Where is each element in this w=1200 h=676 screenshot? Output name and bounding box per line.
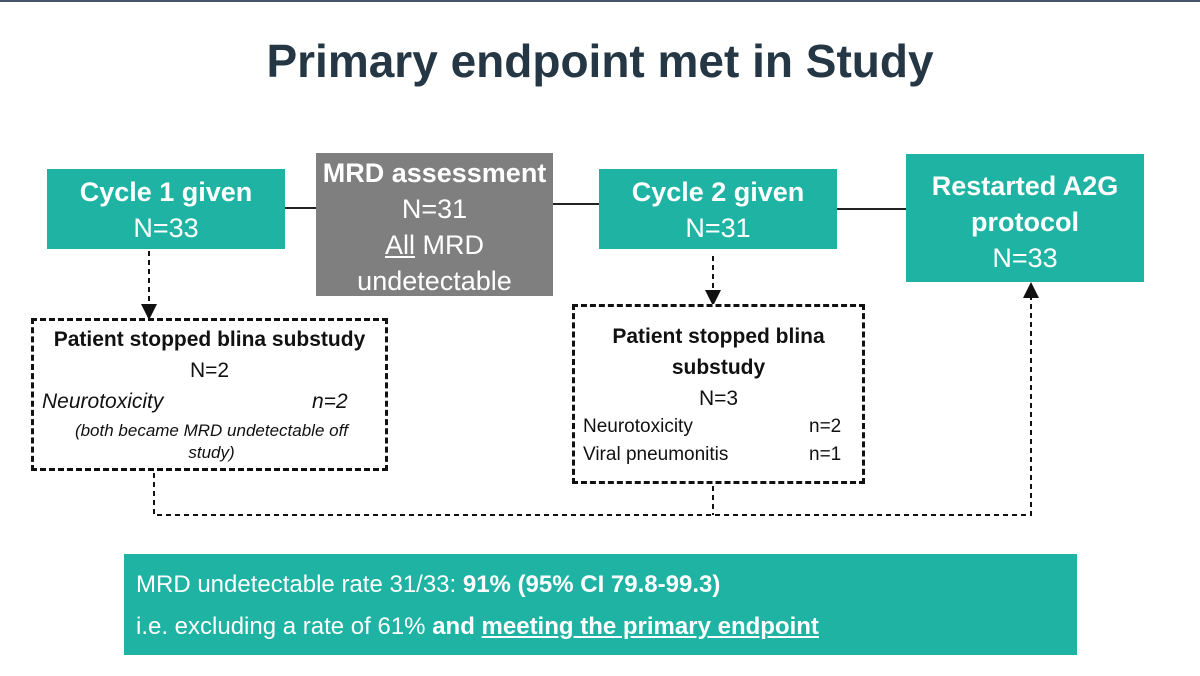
- result-line2-and: and: [432, 613, 482, 640]
- stop2-title-line1: Patient stopped blina: [612, 325, 825, 348]
- stop1-note-line1: (both became MRD undetectable off: [74, 421, 349, 440]
- result-rate: 91% (95% CI 79.8-99.3): [462, 571, 721, 598]
- stop1-title: Patient stopped blina substudy: [53, 328, 366, 351]
- stop2-reason-2: Viral pneumonitis: [583, 444, 729, 465]
- cycle2-label: Cycle 2 given: [631, 177, 805, 207]
- result-line1: MRD undetectable rate 31/33: 91% (95% CI…: [136, 564, 1077, 606]
- stop2-reason-1: Neurotoxicity: [583, 416, 693, 437]
- stop1-note-line2: study): [188, 443, 235, 462]
- cycle1-box: Cycle 1 given N=33: [47, 169, 285, 249]
- mrd-note-rest: MRD: [415, 230, 485, 260]
- mrd-note: All MRD: [316, 227, 553, 263]
- result-endpoint: meeting the primary endpoint: [481, 613, 819, 640]
- cycle1-count: N=33: [133, 213, 199, 243]
- cycle2-count: N=31: [685, 213, 751, 243]
- result-summary-box: MRD undetectable rate 31/33: 91% (95% CI…: [124, 554, 1077, 655]
- slide-title: Primary endpoint met in Study: [266, 35, 934, 87]
- stop1-dashed-box: Patient stopped blina substudy N=2 Neuro…: [31, 318, 388, 471]
- mrd-label: MRD assessment: [322, 158, 547, 188]
- mrd-note-all: All: [384, 230, 415, 260]
- result-line1-prefix: MRD undetectable rate 31/33:: [136, 571, 463, 598]
- stop1-reason: Neurotoxicity: [42, 390, 164, 413]
- stop1-reason-count: n=2: [312, 390, 348, 413]
- stop2-reason-1-count: n=2: [809, 416, 842, 437]
- cycle1-label: Cycle 1 given: [79, 177, 253, 207]
- restart-box: Restarted A2G protocol N=33: [906, 154, 1144, 282]
- mrd-assessment-box: MRD assessment N=31 All MRD undetectable: [316, 153, 553, 296]
- stop2-title-line2: substudy: [671, 356, 766, 379]
- mrd-count: N=31: [401, 194, 468, 224]
- restart-count: N=33: [992, 243, 1058, 273]
- cycle2-box: Cycle 2 given N=31: [599, 169, 837, 249]
- mrd-note-line2: undetectable: [357, 266, 512, 296]
- restart-label-line1: Restarted A2G: [931, 171, 1119, 201]
- stop1-note: (both became MRD undetectable off study): [44, 420, 379, 464]
- stop2-dashed-box: Patient stopped blina substudy N=3 Neuro…: [572, 304, 865, 484]
- top-rule: [0, 0, 1200, 2]
- dashed-return-path: [153, 282, 1039, 516]
- result-line2-prefix: i.e. excluding a rate of 61%: [136, 613, 433, 640]
- result-line2: i.e. excluding a rate of 61% and meeting…: [136, 606, 1077, 648]
- stop2-count: N=3: [698, 387, 739, 410]
- restart-label-line2: protocol: [971, 207, 1079, 237]
- stop1-count: N=2: [189, 359, 230, 382]
- stop2-reason-2-count: n=1: [809, 444, 842, 465]
